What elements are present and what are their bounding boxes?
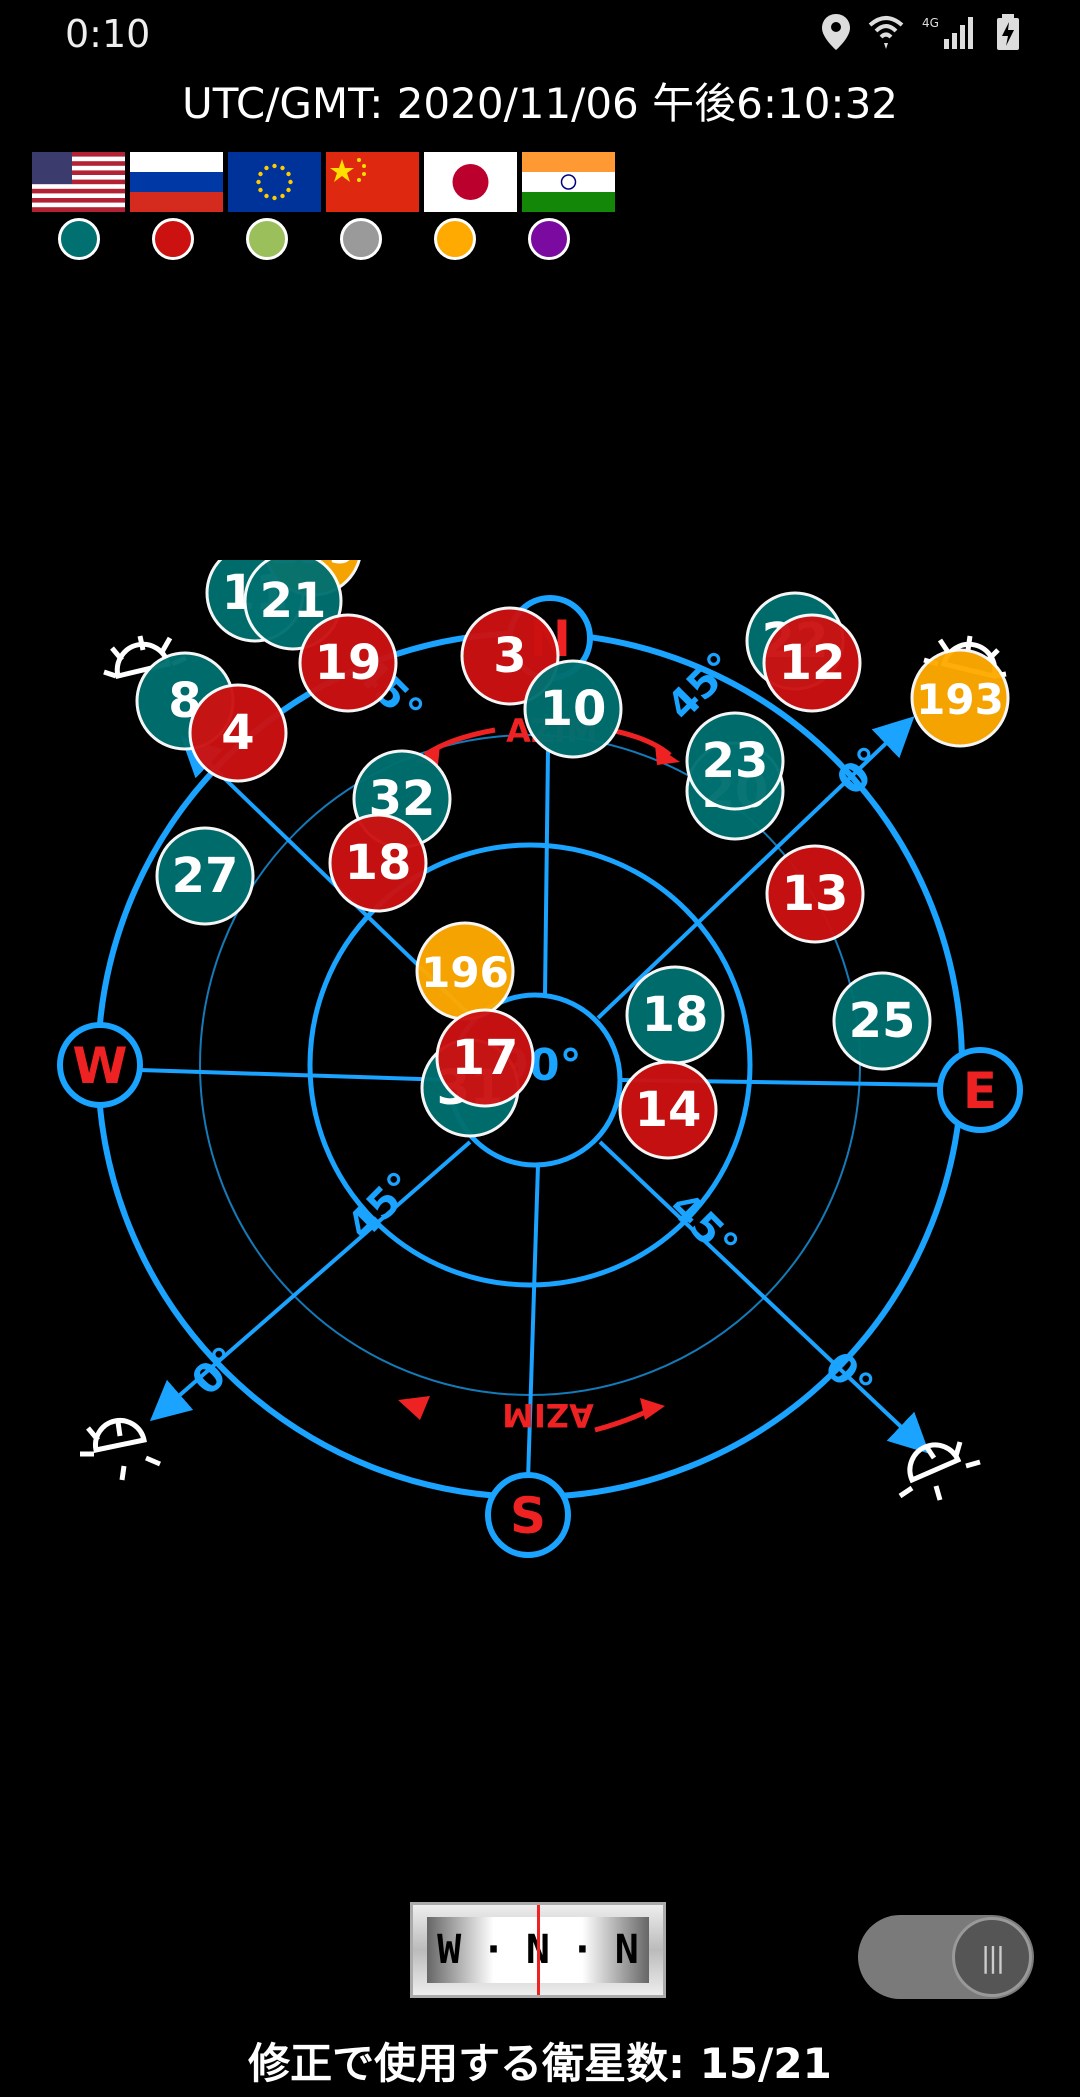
south-spoke <box>526 1164 540 1481</box>
usa-flag-icon[interactable] <box>32 152 125 212</box>
satellite-marker: 23 <box>685 711 785 811</box>
satellite-marker: 13 <box>765 844 865 944</box>
satellite-marker: 17 <box>435 1008 535 1108</box>
toggle-knob[interactable]: ||| <box>952 1917 1032 1997</box>
satellite-id: 23 <box>702 733 769 789</box>
west-spoke <box>139 1068 451 1082</box>
compass-strip[interactable]: W · N · N <box>410 1902 666 1998</box>
azim-indicator-bottom: AZIM <box>398 1396 665 1434</box>
elevation-label-sw: 45° <box>338 1163 424 1249</box>
east-label: E <box>963 1062 997 1120</box>
status-time: 0:10 <box>65 12 151 56</box>
india-toggle-dot[interactable] <box>528 218 570 260</box>
utc-time-label: UTC/GMT: 2020/11/06 午後6:10:32 <box>181 79 899 128</box>
status-icons: 4G <box>822 14 1020 50</box>
west-marker <box>57 1022 143 1108</box>
satellite-marker: 193 <box>910 648 1010 748</box>
horizon-label-sw: 0° <box>183 1338 249 1404</box>
satellite-dot <box>523 659 623 759</box>
satellite-dot <box>762 613 862 713</box>
south-marker <box>485 1472 571 1558</box>
satellite-dot <box>435 1008 535 1108</box>
horizon-label-ne: 0° <box>828 738 894 804</box>
eu-toggle-dot[interactable] <box>246 218 288 260</box>
compass-needle <box>537 1905 540 1995</box>
satellite-id: 3 <box>493 628 526 684</box>
sw-spoke <box>149 1140 472 1422</box>
satellite-id: 14 <box>635 1082 702 1138</box>
satellite-marker: 18 <box>625 965 725 1065</box>
russia-flag-icon[interactable] <box>130 152 223 212</box>
satellite-id: 17 <box>452 1030 519 1086</box>
satellite-dot <box>155 826 255 926</box>
south-label: S <box>510 1487 546 1545</box>
constellation-toggles <box>32 218 596 260</box>
sun-sw-icon <box>80 1418 161 1481</box>
satellite-marker: 10 <box>523 659 623 759</box>
satellite-id: 193 <box>916 675 1004 724</box>
eu-flag-icon[interactable] <box>228 152 321 212</box>
satellite-dot <box>910 648 1010 748</box>
satellite-id: 18 <box>345 835 412 891</box>
satellite-marker: 19 <box>298 613 398 713</box>
japan-flag-icon[interactable] <box>424 152 517 212</box>
satellite-id: 13 <box>782 866 849 922</box>
azim-label-bottom: AZIM <box>502 1396 594 1434</box>
satellite-dot <box>685 711 785 811</box>
west-label: W <box>72 1037 127 1095</box>
satellite-dot <box>765 844 865 944</box>
satellite-id: 27 <box>172 848 239 904</box>
satellite-marker: 18 <box>328 813 428 913</box>
satellite-id: 12 <box>779 635 846 691</box>
elevation-label-se: 45° <box>661 1183 747 1269</box>
svg-text:4G: 4G <box>922 16 939 30</box>
india-flag-icon[interactable] <box>522 152 615 212</box>
satellite-dot <box>618 1060 718 1160</box>
sun-se-icon <box>898 1441 981 1501</box>
satellite-marker: 14 <box>618 1060 718 1160</box>
satellite-dot <box>328 813 428 913</box>
satellite-dot <box>298 613 398 713</box>
north-spoke <box>543 749 550 996</box>
satellite-marker: 4 <box>188 683 288 783</box>
satellite-dot <box>832 971 932 1071</box>
wifi-icon <box>868 16 904 49</box>
constellation-flags <box>32 152 615 212</box>
satellite-marker: 12 <box>762 613 862 713</box>
satellite-markers: 1119921193841022121932023321827131961825… <box>135 560 1010 1160</box>
satellite-marker: 27 <box>155 826 255 926</box>
satellite-id: 196 <box>421 948 509 997</box>
mode-toggle[interactable]: ||| <box>858 1915 1034 1999</box>
status-bar: 0:10 4G <box>0 0 1080 70</box>
compass-mark: · <box>570 1927 595 1973</box>
battery-charging-icon <box>997 14 1019 50</box>
satellite-id: 4 <box>221 705 254 761</box>
russia-toggle-dot[interactable] <box>152 218 194 260</box>
location-icon <box>822 14 850 50</box>
sky-plot: N W E S 90° 45° 45° 45° 45° 0° 0° 0° AZI… <box>57 560 1023 1558</box>
satellite-id: 21 <box>260 573 327 629</box>
compass-mark: W <box>437 1927 462 1973</box>
usa-toggle-dot[interactable] <box>58 218 100 260</box>
satellite-id: 18 <box>642 987 709 1043</box>
compass-mark: N <box>614 1927 639 1973</box>
japan-toggle-dot[interactable] <box>434 218 476 260</box>
45-ring <box>307 842 753 1288</box>
east-marker <box>937 1047 1023 1133</box>
se-spoke <box>598 1140 930 1454</box>
satellite-count-label: 修正で使用する衛星数: 15/21 <box>248 2039 832 2088</box>
satellite-dot <box>188 683 288 783</box>
compass-mark: · <box>481 1927 506 1973</box>
signal-icon: 4G <box>922 16 973 49</box>
china-flag-icon[interactable] <box>326 152 419 212</box>
satellite-id: 10 <box>540 681 607 737</box>
china-toggle-dot[interactable] <box>340 218 382 260</box>
satellite-marker: 196 <box>415 921 515 1021</box>
satellite-marker: 25 <box>832 971 932 1071</box>
satellite-id: 25 <box>849 993 916 1049</box>
ne-spoke <box>596 716 915 1020</box>
satellite-id: 19 <box>315 635 382 691</box>
